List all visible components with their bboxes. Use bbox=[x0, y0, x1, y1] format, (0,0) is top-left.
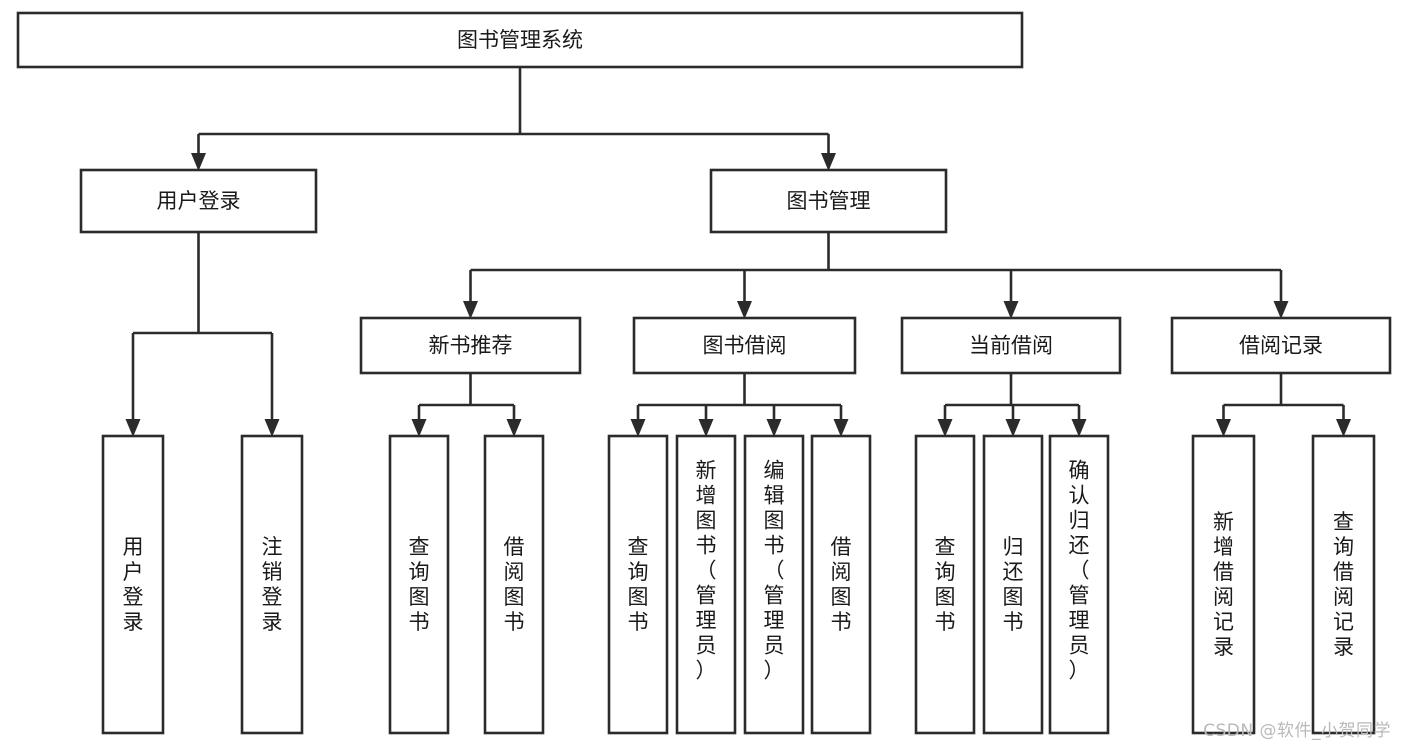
node-box[interactable] bbox=[16, 11, 1024, 69]
edge-bookborrow-to-leaves bbox=[630, 373, 849, 437]
node-label: 编辑图书（管理员） bbox=[764, 459, 785, 683]
node-leaf-edit-book-admin[interactable]: 编辑图书（管理员） bbox=[743, 434, 805, 735]
node-label: 图书借阅 bbox=[703, 334, 787, 358]
arrow-head-icon bbox=[698, 419, 714, 437]
node-leaf-query-book-rec[interactable]: 查询图书 bbox=[388, 434, 450, 735]
arrow-head-icon bbox=[833, 419, 849, 437]
node-box[interactable] bbox=[743, 434, 805, 735]
node-label: 借阅图书 bbox=[504, 535, 525, 634]
arrow-head-icon bbox=[1336, 419, 1351, 437]
arrow-head-icon bbox=[264, 419, 280, 437]
node-leaf-return-book[interactable]: 归还图书 bbox=[982, 434, 1044, 735]
node-leaf-query-book-cur[interactable]: 查询图书 bbox=[914, 434, 976, 735]
node-label: 当前借阅 bbox=[969, 334, 1053, 358]
node-box[interactable] bbox=[675, 434, 737, 735]
edge-newbookrec-to-leaves bbox=[411, 373, 522, 437]
node-box[interactable] bbox=[359, 316, 582, 375]
arrow-head-icon bbox=[125, 419, 141, 437]
edge-bookmanage-to-level3 bbox=[463, 232, 1289, 319]
node-box[interactable] bbox=[101, 434, 165, 735]
node-label: 新增借阅记录 bbox=[1213, 510, 1234, 659]
node-box[interactable] bbox=[240, 434, 304, 735]
edge-root-to-level2 bbox=[191, 67, 836, 171]
node-book-manage[interactable]: 图书管理 bbox=[709, 168, 948, 234]
arrow-head-icon bbox=[1273, 301, 1289, 319]
node-leaf-add-borrow-record[interactable]: 新增借阅记录 bbox=[1191, 434, 1256, 735]
node-box[interactable] bbox=[388, 434, 450, 735]
node-box[interactable] bbox=[607, 434, 669, 735]
node-box[interactable] bbox=[914, 434, 976, 735]
node-label: 新增图书（管理员） bbox=[696, 459, 717, 683]
node-box[interactable] bbox=[632, 316, 857, 375]
arrow-head-icon bbox=[1003, 301, 1019, 319]
node-label: 查询图书 bbox=[628, 535, 649, 634]
node-leaf-borrow-book[interactable]: 借阅图书 bbox=[810, 434, 872, 735]
node-leaf-add-book-admin[interactable]: 新增图书（管理员） bbox=[675, 434, 737, 735]
node-user-login[interactable]: 用户登录 bbox=[79, 168, 318, 234]
node-current-borrow[interactable]: 当前借阅 bbox=[900, 316, 1122, 375]
node-label: 查询图书 bbox=[935, 535, 956, 634]
arrow-head-icon bbox=[1005, 419, 1021, 437]
edge-borrowrecord-to-leaves bbox=[1216, 373, 1351, 437]
node-label: 用户登录 bbox=[123, 535, 144, 634]
node-leaf-borrow-book-rec[interactable]: 借阅图书 bbox=[483, 434, 545, 735]
node-layer: 图书管理系统用户登录图书管理新书推荐图书借阅当前借阅借阅记录用户登录注销登录查询… bbox=[16, 11, 1392, 735]
node-label: 图书管理系统 bbox=[457, 28, 583, 52]
arrow-head-icon bbox=[506, 419, 522, 437]
arrow-head-icon bbox=[191, 153, 206, 171]
arrow-head-icon bbox=[737, 301, 752, 319]
node-new-book-rec[interactable]: 新书推荐 bbox=[359, 316, 582, 375]
node-label: 注销登录 bbox=[262, 535, 283, 634]
node-label: 归还图书 bbox=[1003, 535, 1024, 634]
node-label: 新书推荐 bbox=[429, 334, 513, 358]
connector-layer bbox=[125, 67, 1351, 437]
node-box[interactable] bbox=[483, 434, 545, 735]
node-borrow-record[interactable]: 借阅记录 bbox=[1170, 316, 1392, 375]
node-label: 查询借阅记录 bbox=[1333, 510, 1354, 659]
node-leaf-logout[interactable]: 注销登录 bbox=[240, 434, 304, 735]
arrow-head-icon bbox=[463, 301, 478, 319]
node-leaf-query-book[interactable]: 查询图书 bbox=[607, 434, 669, 735]
node-box[interactable] bbox=[1048, 434, 1110, 735]
csdn-watermark: CSDN @软件_小贺同学 bbox=[1203, 721, 1391, 741]
node-box[interactable] bbox=[1311, 434, 1376, 735]
arrow-head-icon bbox=[411, 419, 427, 437]
arrow-head-icon bbox=[1216, 419, 1231, 437]
arrow-head-icon bbox=[766, 419, 782, 437]
node-label: 用户登录 bbox=[157, 189, 241, 213]
node-book-borrow[interactable]: 图书借阅 bbox=[632, 316, 857, 375]
node-box[interactable] bbox=[900, 316, 1122, 375]
node-box[interactable] bbox=[1170, 316, 1392, 375]
arrow-head-icon bbox=[630, 419, 646, 437]
node-box[interactable] bbox=[810, 434, 872, 735]
node-box[interactable] bbox=[1191, 434, 1256, 735]
node-leaf-confirm-return-admin[interactable]: 确认归还（管理员） bbox=[1048, 434, 1110, 735]
arrow-head-icon bbox=[937, 419, 953, 437]
node-leaf-query-borrow-record[interactable]: 查询借阅记录 bbox=[1311, 434, 1376, 735]
node-label: 借阅记录 bbox=[1239, 334, 1323, 358]
node-box[interactable] bbox=[79, 168, 318, 234]
node-label: 借阅图书 bbox=[831, 535, 852, 634]
node-box[interactable] bbox=[982, 434, 1044, 735]
node-leaf-user-login[interactable]: 用户登录 bbox=[101, 434, 165, 735]
node-label: 确认归还（管理员） bbox=[1069, 459, 1090, 683]
node-label: 查询图书 bbox=[409, 535, 430, 634]
node-root[interactable]: 图书管理系统 bbox=[16, 11, 1024, 69]
node-box[interactable] bbox=[709, 168, 948, 234]
edge-userlogin-to-leaves bbox=[125, 232, 280, 437]
arrow-head-icon bbox=[1071, 419, 1087, 437]
arrow-head-icon bbox=[821, 153, 836, 171]
edge-currentborrow-to-leaves bbox=[937, 373, 1087, 437]
node-label: 图书管理 bbox=[787, 189, 871, 213]
